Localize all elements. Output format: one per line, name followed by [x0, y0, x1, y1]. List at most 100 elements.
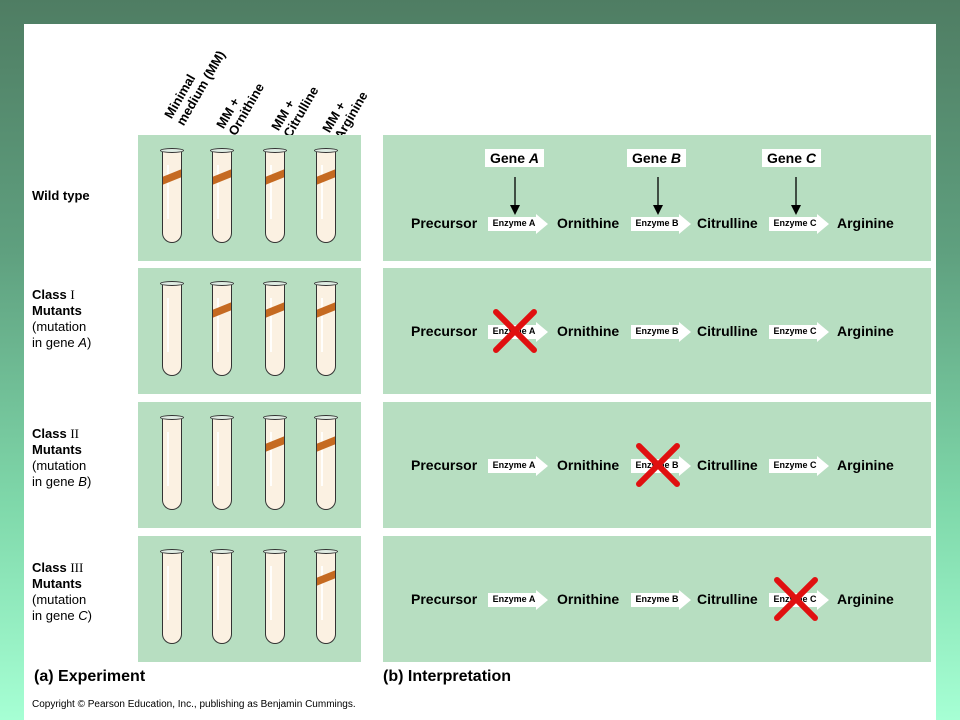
compound-precursor: Precursor [411, 323, 478, 339]
gene-prefix: Gene [767, 150, 806, 166]
gene-prefix: Gene [490, 150, 529, 166]
enzyme-arrow-2: Enzyme B [631, 214, 691, 234]
test-tube [314, 281, 338, 376]
tube-rim [210, 148, 234, 153]
row-label-gene-letter: C [78, 608, 88, 623]
enzyme-arrow-shape [488, 214, 548, 234]
tube-rim [160, 281, 184, 286]
gene-label-c: Gene C [762, 149, 822, 167]
row-label-mutants: Mutants [32, 303, 82, 318]
gene-letter: B [670, 150, 682, 166]
tube-highlight [167, 566, 169, 620]
tube-rim [263, 415, 287, 420]
row-label-class: Class [32, 560, 71, 575]
growth-band [213, 302, 231, 318]
tube-rim [160, 148, 184, 153]
row-label-roman: I [70, 287, 75, 302]
row-label-gene-letter: B [78, 474, 87, 489]
gene-arrow-icon [653, 177, 663, 215]
media-label-3: MM + Citrulline [268, 83, 322, 140]
compound-precursor: Precursor [411, 591, 478, 607]
enzyme-label: Enzyme B [635, 594, 679, 604]
tube-highlight [217, 566, 219, 620]
tube-highlight [270, 165, 272, 219]
test-tube [263, 549, 287, 644]
tube-rim [210, 415, 234, 420]
compound-arginine: Arginine [837, 591, 894, 607]
growth-band [317, 169, 335, 185]
tube-highlight [217, 165, 219, 219]
gene-arrow-icon [791, 177, 801, 215]
row-label-roman: II [70, 426, 79, 441]
experiment-panel-4 [138, 536, 361, 662]
row-label-class: Class [32, 426, 71, 441]
enzyme-arrow-shape [631, 322, 691, 342]
enzyme-arrow-shape [488, 456, 548, 476]
row-label-mutation: (mutation [32, 319, 87, 334]
tube-rim [263, 281, 287, 286]
enzyme-arrow-shape [769, 456, 829, 476]
enzyme-arrow-2: Enzyme B [631, 322, 691, 342]
test-tube [160, 281, 184, 376]
blocked-x-icon [773, 576, 819, 622]
caption-experiment-text: Experiment [58, 668, 146, 685]
test-tube [210, 415, 234, 510]
row-label-mutants: Mutants [32, 576, 82, 591]
row-label-mutation: (mutation [32, 592, 87, 607]
test-tube [160, 415, 184, 510]
enzyme-arrow-shape [488, 590, 548, 610]
row-label-gene-prefix: in gene [32, 335, 79, 350]
row-label-gene: in gene A) [32, 335, 91, 351]
compound-precursor: Precursor [411, 457, 478, 473]
compound-citrulline: Citrulline [697, 591, 758, 607]
enzyme-arrow-shape [769, 322, 829, 342]
row-label-gene-close: ) [86, 335, 92, 350]
compound-citrulline: Citrulline [697, 215, 758, 231]
enzyme-arrow-shape [631, 214, 691, 234]
gene-label-a: Gene A [485, 149, 545, 167]
enzyme-arrow-1: Enzyme A [488, 590, 548, 610]
growth-band [317, 302, 335, 318]
blocked-x-icon [492, 308, 538, 354]
enzyme-arrow-shape [769, 214, 829, 234]
tube-highlight [217, 432, 219, 486]
growth-band [317, 436, 335, 452]
tube-rim [160, 415, 184, 420]
compound-ornithine: Ornithine [557, 591, 620, 607]
test-tube [263, 281, 287, 376]
enzyme-label: Enzyme A [492, 218, 536, 228]
growth-band [163, 169, 181, 185]
enzyme-arrow-3: Enzyme C [769, 456, 829, 476]
compound-ornithine: Ornithine [557, 457, 620, 473]
blocked-x-icon [635, 442, 681, 488]
media-label-4: MM + Arginine [319, 88, 371, 142]
tube-highlight [270, 566, 272, 620]
test-tube [160, 549, 184, 644]
row-label-gene-letter: A [78, 335, 87, 350]
test-tube [160, 148, 184, 243]
experiment-panel-3 [138, 402, 361, 528]
tube-highlight [167, 165, 169, 219]
caption-interpretation: (b) Interpretation [383, 668, 511, 686]
enzyme-arrow-shape [631, 590, 691, 610]
test-tube [263, 415, 287, 510]
row-label-mutation: (mutation [32, 458, 87, 473]
enzyme-label: Enzyme A [492, 594, 536, 604]
row-label-1: Wild type [32, 188, 90, 204]
caption-interpretation-tag: (b) [383, 668, 404, 685]
enzyme-label: Enzyme B [635, 218, 679, 228]
gene-label-b: Gene B [627, 149, 687, 167]
tube-rim [160, 549, 184, 554]
row-label-class: Wild type [32, 188, 90, 203]
compound-arginine: Arginine [837, 457, 894, 473]
enzyme-label: Enzyme C [773, 460, 817, 470]
tube-rim [263, 148, 287, 153]
growth-band [213, 169, 231, 185]
caption-experiment-tag: (a) [34, 668, 54, 685]
caption-interpretation-text: Interpretation [407, 668, 512, 685]
row-label-title: Class I [32, 287, 91, 303]
tube-rim [314, 148, 338, 153]
compound-ornithine: Ornithine [557, 215, 620, 231]
tube-rim [210, 549, 234, 554]
